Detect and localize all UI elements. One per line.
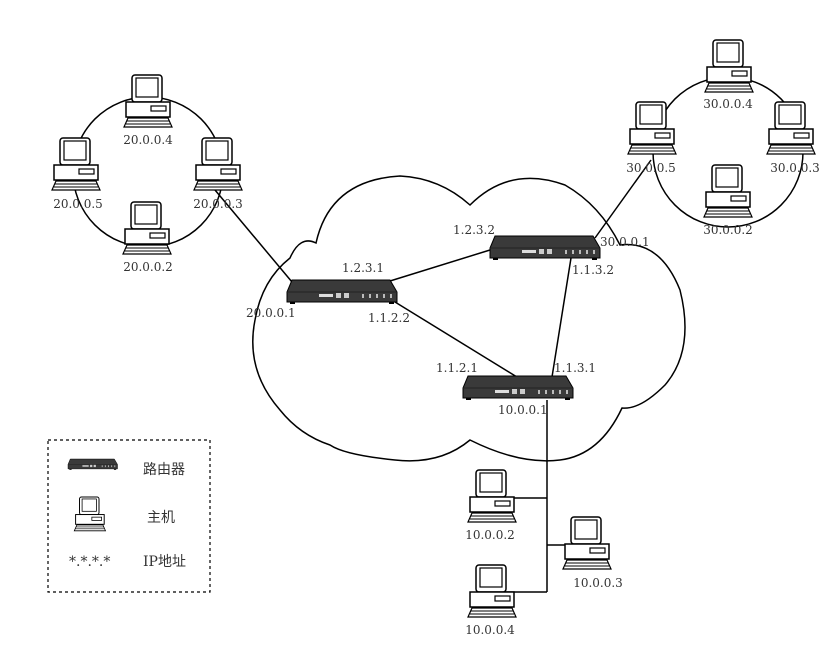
host[interactable]: 10.0.0.4 — [465, 564, 517, 637]
host-ip: 10.0.0.4 — [465, 623, 515, 637]
links — [214, 159, 652, 593]
internet-cloud — [252, 175, 686, 462]
host-ip: 20.0.0.5 — [53, 197, 103, 211]
router-legend-icon — [67, 458, 118, 471]
host[interactable]: 20.0.0.2 — [122, 201, 173, 274]
host-ip: 30.0.0.5 — [626, 161, 676, 175]
interface-ip: 1.1.2.1 — [436, 361, 478, 375]
host[interactable]: 30.0.0.3 — [766, 101, 820, 175]
router[interactable]: 1.2.3.1 20.0.0.1 1.1.2.2 — [246, 261, 410, 325]
host-ip: 20.0.0.3 — [193, 197, 243, 211]
host-ip: 30.0.0.2 — [703, 223, 753, 237]
interface-ip: 1.1.3.2 — [572, 263, 614, 277]
host[interactable]: 30.0.0.4 — [703, 39, 754, 111]
legend-router-label: 路由器 — [143, 462, 185, 478]
host-ip: 30.0.0.4 — [703, 97, 753, 111]
legend-ip-label: IP地址 — [143, 554, 186, 570]
host[interactable]: 20.0.0.3 — [193, 137, 243, 211]
host-ip: 30.0.0.3 — [770, 161, 820, 175]
legend: 路由器 主机 *.*.*.* IP地址 — [47, 439, 211, 593]
interface-ip: 1.2.3.2 — [453, 223, 495, 237]
host-ip: 10.0.0.2 — [465, 528, 515, 542]
host[interactable]: 30.0.0.5 — [626, 101, 677, 175]
host[interactable]: 30.0.0.2 — [703, 164, 753, 237]
legend-host-label: 主机 — [147, 510, 175, 526]
interface-ip: 1.2.3.1 — [342, 261, 384, 275]
host[interactable]: 20.0.0.4 — [123, 74, 173, 147]
router[interactable]: 1.2.3.2 30.0.0.1 1.1.3.2 — [453, 223, 650, 277]
interface-ip: 20.0.0.1 — [246, 306, 296, 320]
router[interactable]: 1.1.2.1 1.1.3.1 10.0.0.1 — [436, 361, 596, 417]
interface-ip: 10.0.0.1 — [498, 403, 548, 417]
interface-ip: 30.0.0.1 — [600, 235, 650, 249]
host-ip: 20.0.0.2 — [123, 260, 173, 274]
host-legend-icon — [73, 496, 106, 532]
interface-ip: 1.1.3.1 — [554, 361, 596, 375]
host[interactable]: 20.0.0.5 — [51, 137, 103, 211]
interface-ip: 1.1.2.2 — [368, 311, 410, 325]
legend-ip-symbol: *.*.*.* — [69, 554, 110, 570]
host[interactable]: 10.0.0.3 — [562, 516, 623, 590]
host[interactable]: 10.0.0.2 — [465, 469, 517, 542]
host-ip: 10.0.0.3 — [573, 576, 623, 590]
host-ip: 20.0.0.4 — [123, 133, 173, 147]
